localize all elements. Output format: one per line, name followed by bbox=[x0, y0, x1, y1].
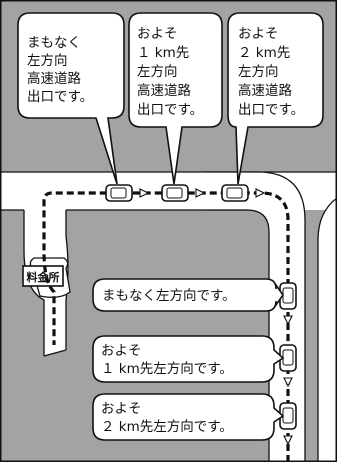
guidance-arrow-icon bbox=[139, 188, 150, 198]
side-bubble-3-text: およそ ２ km先左方向です。 bbox=[101, 401, 233, 435]
car-icon bbox=[279, 344, 297, 372]
guidance-arrow-icon bbox=[195, 188, 206, 198]
guidance-arrow-icon bbox=[283, 377, 293, 388]
guidance-arrows bbox=[139, 188, 293, 446]
top-bubble-2-text: およそ １ km先 左方向 高速道路 出口です。 bbox=[137, 26, 203, 118]
top-bubble-1: まもなく 左方向 高速道路 出口です。 bbox=[17, 12, 125, 185]
top-bubble-3-text: およそ ２ km先 左方向 高速道路 出口です。 bbox=[238, 26, 304, 118]
side-bubble-3: およそ ２ km先左方向です。 bbox=[92, 393, 285, 441]
side-road-right bbox=[318, 198, 337, 462]
toll-label: 料金所 bbox=[27, 270, 60, 284]
car-icon bbox=[221, 184, 249, 202]
car-icon bbox=[279, 402, 297, 430]
toll-label-box bbox=[22, 265, 64, 287]
top-bubble-3: およそ ２ km先 左方向 高速道路 出口です。 bbox=[227, 12, 324, 185]
top-bubble-1-text: まもなく 左方向 高速道路 出口です。 bbox=[27, 35, 93, 105]
route-line bbox=[42, 191, 290, 462]
side-bubble-2: およそ １ km先左方向です。 bbox=[92, 335, 285, 383]
guidance-arrow-icon bbox=[255, 188, 266, 198]
top-bubbles: まもなく 左方向 高速道路 出口です。 およそ １ km先 左方向 高速道路 出… bbox=[17, 12, 324, 185]
cars-vertical bbox=[279, 282, 297, 430]
guidance-arrow-icon bbox=[283, 435, 293, 446]
side-bubble-2-text: およそ １ km先左方向です。 bbox=[101, 343, 233, 377]
guidance-arrow-icon bbox=[283, 315, 293, 326]
toll-gate-icon: 料金所 bbox=[22, 257, 71, 298]
cars-horizontal bbox=[105, 184, 249, 202]
main-road bbox=[205, 172, 305, 462]
top-bubble-2: およそ １ km先 左方向 高速道路 出口です。 bbox=[128, 12, 223, 185]
side-bubble-1-text: まもなく左方向です。 bbox=[102, 288, 236, 304]
car-icon bbox=[105, 184, 133, 202]
car-icon bbox=[161, 184, 189, 202]
side-bubble-1: まもなく左方向です。 bbox=[92, 278, 284, 312]
side-bubbles: まもなく左方向です。 およそ １ km先左方向です。 およそ ２ km先左方向で… bbox=[92, 278, 285, 441]
